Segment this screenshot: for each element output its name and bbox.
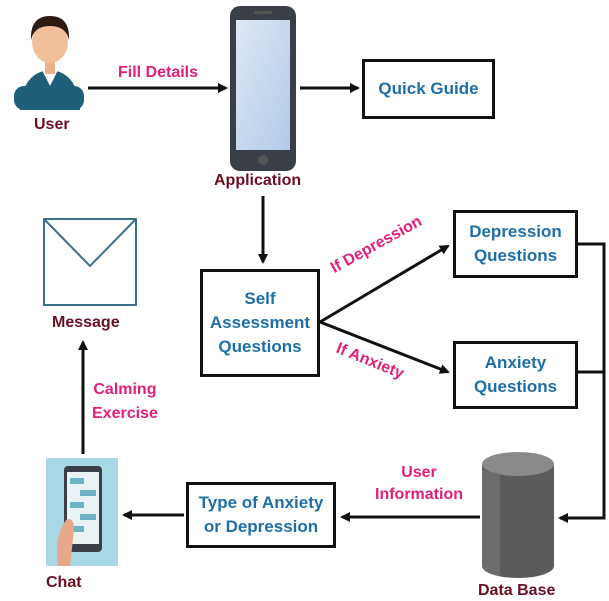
type-line-1: Type of Anxiety xyxy=(198,493,324,512)
chat-phone-icon xyxy=(46,458,118,566)
quick-guide-text: Quick Guide xyxy=(378,79,479,98)
anxiety-line-1: Anxiety xyxy=(484,353,547,372)
anxiety-questions-box: Anxiety Questions xyxy=(453,341,578,409)
self-assessment-line-1: Self xyxy=(244,289,276,308)
depression-line-1: Depression xyxy=(469,222,562,241)
type-anxiety-depression-box: Type of Anxiety or Depression xyxy=(186,482,336,548)
envelope-icon xyxy=(43,218,137,306)
database-label: Data Base xyxy=(478,582,556,599)
user-icon xyxy=(14,16,84,110)
type-line-2: or Depression xyxy=(203,517,319,536)
quick-guide-box: Quick Guide xyxy=(362,59,495,119)
self-assessment-line-2: Assessment xyxy=(209,313,311,332)
depression-line-2: Questions xyxy=(473,246,558,265)
phone-icon xyxy=(230,6,296,171)
application-label: Application xyxy=(214,172,302,189)
depression-questions-box: Depression Questions xyxy=(453,210,578,278)
arrow-assessment-to-depression xyxy=(319,244,450,324)
database-icon xyxy=(482,452,554,578)
anxiety-line-2: Questions xyxy=(473,377,558,396)
fill-details-label: Fill Details xyxy=(118,64,199,81)
self-assessment-line-3: Questions xyxy=(218,337,302,356)
self-assessment-box: Self Assessment Questions xyxy=(200,269,320,377)
calming-exercise-label: Calming Exercise xyxy=(92,378,158,426)
calming-exercise-line-2: Exercise xyxy=(92,405,158,422)
chat-label: Chat xyxy=(46,574,82,591)
arrow-assessment-to-anxiety xyxy=(319,320,450,374)
user-information-label: User Information xyxy=(375,462,463,506)
user-label: User xyxy=(34,116,70,133)
arrow-depression-to-db xyxy=(558,242,606,523)
user-information-line-2: Information xyxy=(375,486,463,503)
arrows xyxy=(78,83,606,523)
message-label: Message xyxy=(52,314,120,331)
user-information-line-1: User xyxy=(401,464,437,481)
calming-exercise-line-1: Calming xyxy=(93,381,157,398)
